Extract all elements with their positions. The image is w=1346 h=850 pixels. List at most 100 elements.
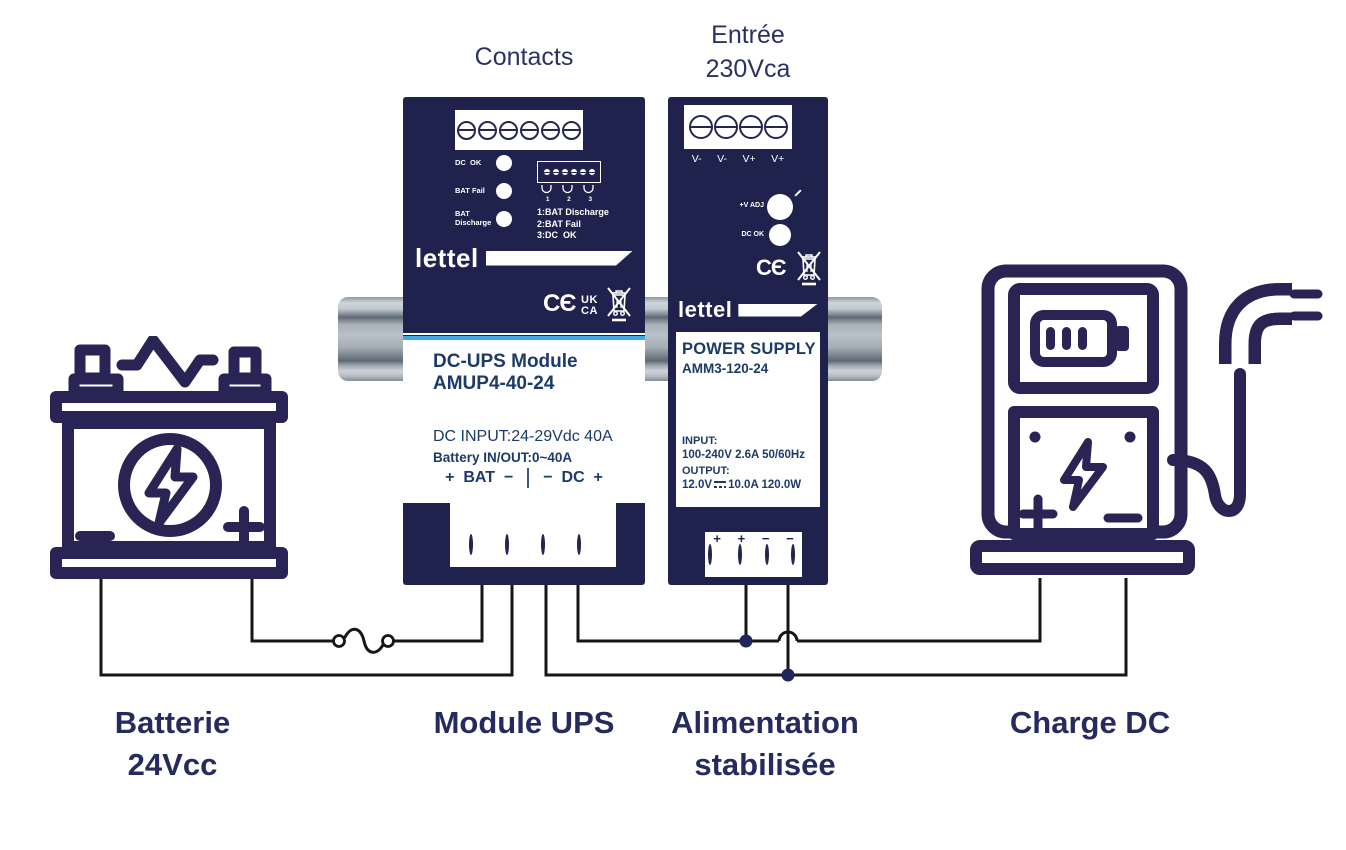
battery-caption-line2: 24Vcc [127, 747, 218, 782]
psu-brand-row: lettel [678, 297, 818, 322]
voltage-adjust-knob [767, 194, 793, 220]
psu-output-volts: 12.0V [682, 479, 713, 491]
contact-screw [578, 168, 587, 176]
screw-terminal [763, 115, 788, 139]
psu-caption-line1: Alimentation [671, 705, 859, 740]
ups-dc-minus-terminal [541, 534, 545, 555]
contact-numbers: 1 2 3 [537, 196, 601, 203]
junction-dot-plus [739, 634, 753, 648]
psu-plus1-terminal [708, 544, 712, 565]
junction-dot-minus [781, 668, 795, 682]
ups-bat-minus-terminal [505, 534, 509, 555]
lettel-logo: lettel [678, 297, 733, 322]
psu-caption: Alimentation stabilisée [640, 702, 890, 786]
ukca-line1: UK [581, 294, 598, 306]
input-230v-label: Entrée 230Vca [660, 18, 836, 86]
led-label-bat-fail: BAT Fail [455, 186, 485, 195]
contact-legend-2: 2:BAT Fail [537, 218, 581, 229]
led-label-dc-ok: DC OK [455, 158, 482, 167]
fuse-terminal-left [332, 634, 346, 648]
ups-divider-white [403, 333, 645, 335]
dc-ok-led [496, 155, 512, 171]
bat-discharge-led [496, 211, 512, 227]
charger-base [970, 540, 1195, 575]
v-adj-label: +V ADJ [739, 202, 764, 209]
ups-dc-terminals-label: − DC + [543, 469, 603, 486]
psu-caption-line2: stabilisée [694, 747, 836, 782]
battery-top-band [50, 391, 288, 423]
charger-battery-nub [1115, 326, 1129, 351]
ukca-mark-icon: UK CA [581, 295, 598, 316]
contact-legend-3: 3:DC OK [537, 230, 577, 240]
dc-charger-icon [970, 264, 1323, 575]
psu-minus-label: − [761, 531, 770, 546]
fuse-element [343, 627, 385, 654]
battery-negative-wire [99, 563, 514, 677]
ce-mark-icon: CЄ [756, 255, 787, 280]
ups-spec-battery: Battery IN/OUT:0~40A [433, 450, 573, 465]
psu-minus-label: − [786, 531, 794, 546]
contact-screw [542, 168, 551, 176]
contact-screw [587, 168, 596, 176]
battery-bottom-band [50, 547, 288, 579]
ups-top-terminal-block [455, 110, 583, 150]
ups-dc-plus-terminal [577, 534, 581, 555]
psu-dc-ok-led [769, 224, 791, 246]
charger-battery-bar1 [1046, 327, 1055, 350]
ups-caption: Module UPS [433, 705, 615, 740]
contact-pair-brackets [541, 185, 594, 194]
ups-relay-contact-block [537, 161, 601, 183]
contacts-label: Contacts [474, 43, 574, 71]
led-label-bat-discharge: BAT Discharge [455, 209, 492, 227]
vplus-label: V+ [771, 153, 785, 165]
screw-terminal [541, 120, 560, 140]
lettel-logo-bar [738, 304, 818, 317]
fuse-to-ups-wire [392, 563, 484, 643]
lettel-logo-bar [486, 251, 633, 266]
contact-legend-1: 1:BAT Discharge [537, 207, 609, 217]
ups-bat-plus-terminal [469, 534, 473, 555]
ce-mark-icon: CЄ [543, 290, 576, 317]
psu-plus-label: + [713, 531, 721, 546]
wire-hop [777, 630, 799, 642]
contact-number-2: 2 [567, 196, 571, 203]
battery-positive-wire [250, 578, 333, 643]
screw-terminal [457, 120, 476, 140]
battery-spark-line [116, 336, 219, 388]
dc-plus-to-charger-wire [797, 578, 1042, 643]
psu-input-labels: V- V- V+ V+ [684, 153, 792, 165]
ups-title-line2: AMUP4-40-24 [433, 373, 555, 394]
ups-brand-row: lettel [415, 242, 633, 273]
battery-caption-line1: Batterie [114, 705, 231, 740]
power-supply-module: V- V- V+ V+ +V ADJ DC OK CЄ [668, 97, 828, 585]
lettel-logo: lettel [415, 242, 479, 273]
psu-title-line2: AMM3-120-24 [682, 361, 769, 376]
charger-battery-outline [1030, 310, 1117, 367]
charger-bolt-icon [1060, 438, 1107, 511]
battery-icon [50, 336, 288, 579]
vplus-label: V+ [742, 153, 756, 165]
screw-terminal [738, 115, 763, 139]
psu-plus-label: + [737, 531, 746, 546]
input-230v-line2: 230Vca [705, 55, 791, 83]
charger-caption: Charge DC [1009, 705, 1171, 740]
screw-terminal [499, 120, 518, 140]
psu-input-label: INPUT: [682, 435, 718, 447]
vminus-label: V- [717, 153, 728, 165]
psu-input-value: 100-240V 2.6A 50/60Hz [682, 449, 805, 461]
psu-input-terminal-block [684, 105, 792, 149]
screw-terminal [520, 120, 539, 140]
psu-dc-ok-label: DC OK [741, 231, 764, 238]
dc-plus-bus-wire [576, 563, 779, 643]
vminus-label: V- [691, 153, 702, 165]
plug-handle-inner [1231, 295, 1295, 368]
ups-divider-blue [403, 336, 645, 340]
knob-tick [794, 189, 802, 197]
charger-cable [1167, 368, 1246, 517]
charger-panel-dot-left [1029, 431, 1041, 443]
weee-bin-icon [607, 287, 631, 322]
contact-number-3: 3 [588, 196, 593, 203]
screw-terminal [478, 120, 497, 140]
